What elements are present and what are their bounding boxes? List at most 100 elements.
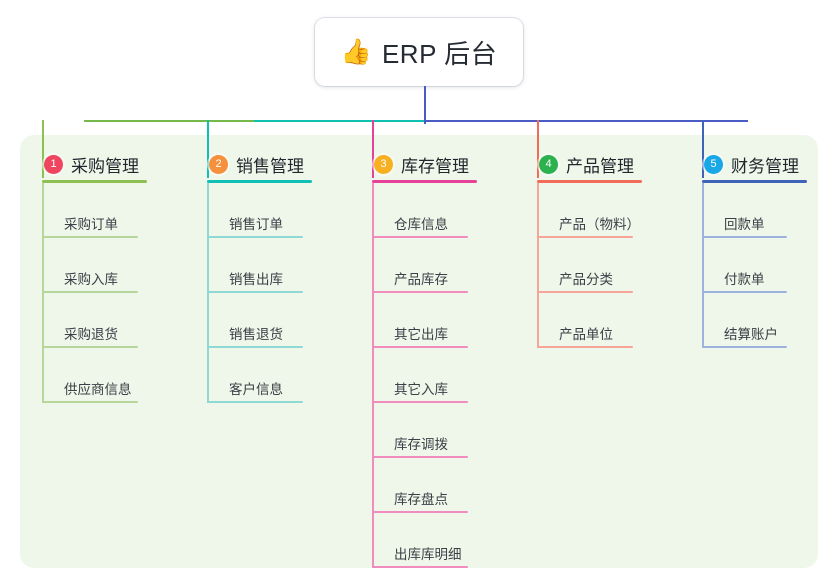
branch-column-1: 1 采购管理采购订单采购入库采购退货供应商信息 xyxy=(42,148,192,403)
branch-spine-3 xyxy=(372,183,374,568)
branch-spine-2 xyxy=(207,183,209,403)
branch-title: 财务管理 xyxy=(731,156,799,176)
leaf-label: 其它出库 xyxy=(394,327,448,342)
leaf-label: 出库库明细 xyxy=(394,547,462,562)
leaf-item[interactable]: 采购订单 xyxy=(42,183,138,238)
leaf-item[interactable]: 库存调拨 xyxy=(372,403,468,458)
branch-number-badge: 1 xyxy=(44,154,63,174)
branch-title: 产品管理 xyxy=(566,156,634,176)
leaf-underline xyxy=(42,401,138,403)
branch-spine-5 xyxy=(702,183,704,348)
leaf-item[interactable]: 产品分类 xyxy=(537,238,633,293)
leaf-label: 产品单位 xyxy=(559,327,613,342)
leaf-label: 产品（物料） xyxy=(559,217,640,232)
leaf-item[interactable]: 其它入库 xyxy=(372,348,468,403)
branch-leaf-list: 仓库信息产品库存其它出库其它入库库存调拨库存盘点出库库明细 xyxy=(372,183,522,568)
bus-teal xyxy=(254,120,424,123)
leaf-item[interactable]: 出库库明细 xyxy=(372,513,468,568)
leaf-underline xyxy=(42,291,138,293)
branch-underline xyxy=(537,180,642,183)
leaf-item[interactable]: 库存盘点 xyxy=(372,458,468,513)
leaf-label: 采购入库 xyxy=(64,272,118,287)
leaf-label: 客户信息 xyxy=(229,382,283,397)
leaf-item[interactable]: 采购入库 xyxy=(42,238,138,293)
branch-header-2[interactable]: 2 销售管理 xyxy=(207,148,357,180)
leaf-underline xyxy=(372,401,468,403)
branch-underline xyxy=(372,180,477,183)
leaf-item[interactable]: 付款单 xyxy=(702,238,787,293)
leaf-underline xyxy=(537,291,633,293)
leaf-item[interactable]: 销售出库 xyxy=(207,238,303,293)
leaf-label: 采购订单 xyxy=(64,217,118,232)
leaf-label: 销售退货 xyxy=(229,327,283,342)
leaf-item[interactable]: 结算账户 xyxy=(702,293,787,348)
branch-title: 销售管理 xyxy=(236,156,304,176)
branch-column-5: 5 财务管理回款单付款单结算账户 xyxy=(702,148,832,348)
leaf-underline xyxy=(702,236,787,238)
leaf-label: 仓库信息 xyxy=(394,217,448,232)
branch-spine-1 xyxy=(42,183,44,403)
leaf-item[interactable]: 客户信息 xyxy=(207,348,303,403)
leaf-label: 结算账户 xyxy=(724,327,778,342)
branch-spine-4 xyxy=(537,183,539,348)
branch-underline xyxy=(702,180,807,183)
leaf-label: 库存调拨 xyxy=(394,437,448,452)
leaf-item[interactable]: 销售订单 xyxy=(207,183,303,238)
branch-leaf-list: 回款单付款单结算账户 xyxy=(702,183,832,348)
branch-stub-5 xyxy=(702,120,705,178)
branch-title: 采购管理 xyxy=(71,156,139,176)
leaf-item[interactable]: 产品（物料） xyxy=(537,183,640,238)
branch-number-badge: 5 xyxy=(704,154,723,174)
leaf-item[interactable]: 供应商信息 xyxy=(42,348,138,403)
root-title: ERP 后台 xyxy=(381,38,498,69)
leaf-item[interactable]: 销售退货 xyxy=(207,293,303,348)
branch-underline xyxy=(42,180,147,183)
leaf-label: 库存盘点 xyxy=(394,492,448,507)
branch-header-1[interactable]: 1 采购管理 xyxy=(42,148,192,180)
thumbs-up-icon: 👍 xyxy=(340,37,372,66)
leaf-underline xyxy=(372,236,468,238)
bus-indigo xyxy=(424,120,748,123)
leaf-item[interactable]: 仓库信息 xyxy=(372,183,468,238)
diagram-panel xyxy=(20,135,818,568)
leaf-underline xyxy=(702,346,787,348)
leaf-underline xyxy=(207,346,303,348)
branch-number-badge: 3 xyxy=(374,154,393,174)
leaf-item[interactable]: 其它出库 xyxy=(372,293,468,348)
branch-leaf-list: 产品（物料） 产品分类产品单位 xyxy=(537,183,687,348)
leaf-underline xyxy=(207,401,303,403)
leaf-underline xyxy=(372,346,468,348)
leaf-underline xyxy=(372,511,468,513)
leaf-label: 付款单 xyxy=(724,272,765,287)
branch-underline xyxy=(207,180,312,183)
branch-stub-4 xyxy=(537,120,540,178)
leaf-underline xyxy=(372,566,468,568)
branch-column-2: 2 销售管理销售订单销售出库销售退货客户信息 xyxy=(207,148,357,403)
branch-leaf-list: 销售订单销售出库销售退货客户信息 xyxy=(207,183,357,403)
leaf-label: 供应商信息 xyxy=(64,382,132,397)
leaf-underline xyxy=(537,236,633,238)
leaf-item[interactable]: 采购退货 xyxy=(42,293,138,348)
leaf-underline xyxy=(372,456,468,458)
branch-number-badge: 4 xyxy=(539,154,558,174)
branch-header-5[interactable]: 5 财务管理 xyxy=(702,148,832,180)
leaf-item[interactable]: 回款单 xyxy=(702,183,787,238)
leaf-underline xyxy=(372,291,468,293)
branch-leaf-list: 采购订单采购入库采购退货供应商信息 xyxy=(42,183,192,403)
leaf-label: 产品库存 xyxy=(394,272,448,287)
leaf-underline xyxy=(207,291,303,293)
leaf-underline xyxy=(702,291,787,293)
branch-column-4: 4 产品管理产品（物料） 产品分类产品单位 xyxy=(537,148,687,348)
root-node[interactable]: 👍 ERP 后台 xyxy=(315,18,523,86)
leaf-item[interactable]: 产品单位 xyxy=(537,293,633,348)
leaf-underline xyxy=(537,346,633,348)
leaf-item[interactable]: 产品库存 xyxy=(372,238,468,293)
branch-stub-3 xyxy=(372,120,375,178)
leaf-label: 销售订单 xyxy=(229,217,283,232)
branch-header-4[interactable]: 4 产品管理 xyxy=(537,148,687,180)
branch-number-badge: 2 xyxy=(209,154,228,174)
leaf-label: 产品分类 xyxy=(559,272,613,287)
